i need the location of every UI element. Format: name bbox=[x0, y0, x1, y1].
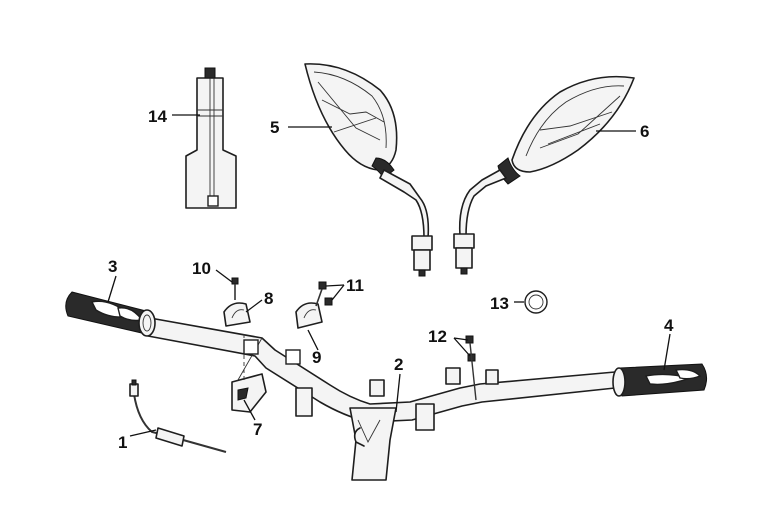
callout-13: 13 bbox=[490, 294, 509, 313]
part-10-bolt bbox=[231, 277, 239, 300]
part-2-handlebar bbox=[147, 317, 616, 481]
part-3-left-grip bbox=[65, 291, 156, 337]
callout-1: 1 bbox=[118, 433, 127, 452]
callout-2: 2 bbox=[394, 355, 403, 374]
part-9-clamp bbox=[285, 302, 323, 365]
callout-3: 3 bbox=[108, 257, 117, 276]
callout-11: 11 bbox=[346, 276, 364, 295]
callout-5: 5 bbox=[270, 118, 279, 137]
callout-7: 7 bbox=[253, 420, 262, 439]
callout-6: 6 bbox=[640, 122, 649, 141]
leader-lines bbox=[107, 114, 671, 437]
part-1-cable bbox=[129, 379, 227, 453]
part-13-ring bbox=[524, 290, 548, 314]
callout-10: 10 bbox=[192, 259, 211, 278]
callout-12: 12 bbox=[428, 327, 447, 346]
callout-4: 4 bbox=[664, 316, 674, 335]
part-6-right-mirror bbox=[453, 75, 635, 275]
callout-14: 14 bbox=[148, 107, 167, 126]
callout-labels: 14 5 6 3 10 11 8 13 4 12 9 2 7 1 bbox=[108, 107, 674, 452]
part-8-clamp bbox=[223, 302, 259, 380]
callout-9: 9 bbox=[312, 348, 321, 367]
part-14-stem bbox=[185, 67, 237, 209]
part-4-right-grip bbox=[612, 363, 708, 397]
part-11-bolts bbox=[315, 281, 333, 307]
callout-8: 8 bbox=[264, 289, 273, 308]
part-5-left-mirror bbox=[304, 63, 433, 277]
